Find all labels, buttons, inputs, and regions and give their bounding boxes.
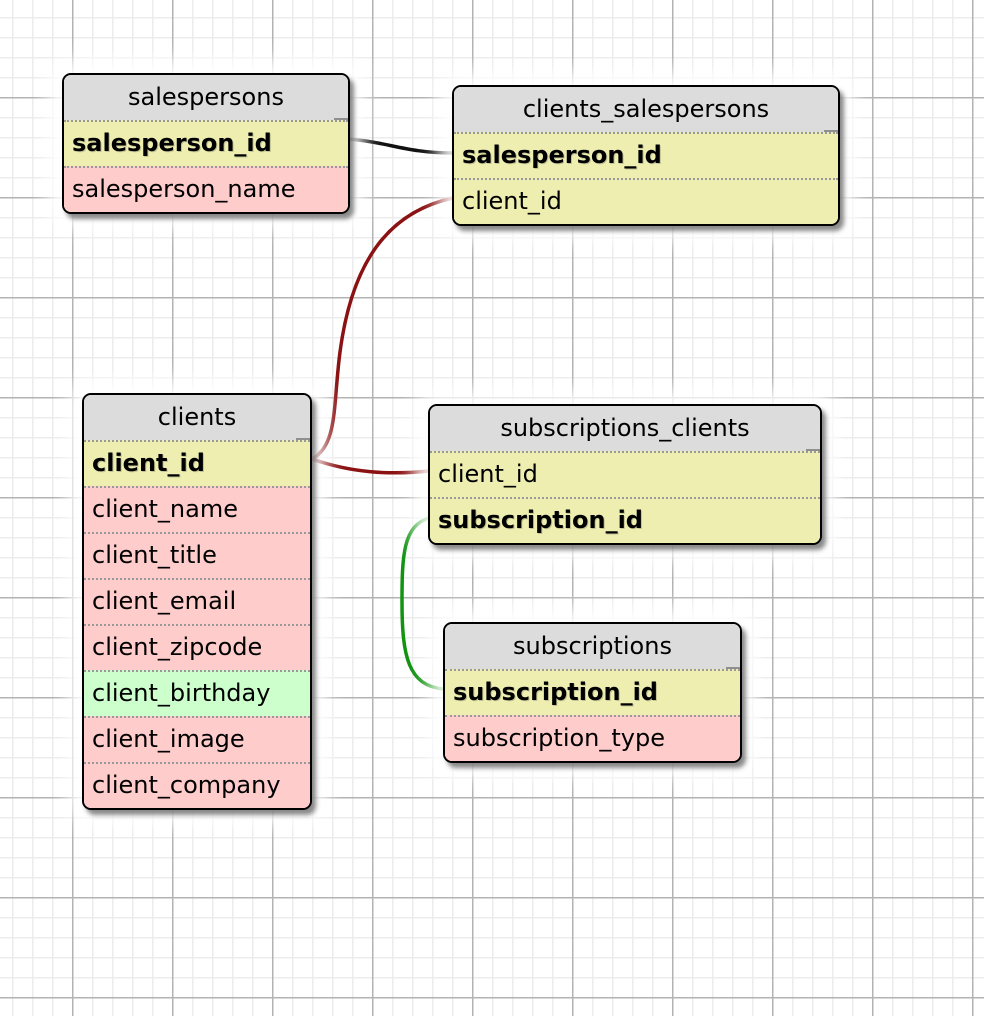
table-title-clients[interactable]: clients bbox=[84, 395, 310, 440]
field-clients-client_zipcode[interactable]: client_zipcode bbox=[84, 624, 310, 670]
field-subscriptions-subscription_id[interactable]: subscription_id bbox=[445, 669, 740, 715]
field-clients-client_email[interactable]: client_email bbox=[84, 578, 310, 624]
table-title-subscriptions_clients[interactable]: subscriptions_clients bbox=[430, 406, 820, 451]
table-title-clients_salespersons[interactable]: clients_salespersons bbox=[454, 87, 838, 132]
table-title-salespersons[interactable]: salespersons bbox=[64, 75, 348, 120]
field-subscriptions_clients-client_id[interactable]: client_id bbox=[430, 451, 820, 497]
relationship-salespersons-salesperson_id--clients_salespersons-salesperson_id[interactable] bbox=[347, 137, 455, 155]
field-clients-client_birthday[interactable]: client_birthday bbox=[84, 670, 310, 716]
relationship-clients-client_id--subscriptions_clients-client_id[interactable] bbox=[310, 457, 431, 475]
relationship-subscriptions_clients-subscription_id--subscriptions-subscription_id[interactable] bbox=[400, 516, 446, 691]
field-clients-client_name[interactable]: client_name bbox=[84, 486, 310, 532]
field-subscriptions_clients-subscription_id[interactable]: subscription_id bbox=[430, 497, 820, 543]
field-subscriptions-subscription_type[interactable]: subscription_type bbox=[445, 715, 740, 761]
table-title-subscriptions[interactable]: subscriptions bbox=[445, 624, 740, 669]
field-clients-client_image[interactable]: client_image bbox=[84, 716, 310, 762]
field-clients_salespersons-client_id[interactable]: client_id bbox=[454, 178, 838, 224]
field-salespersons-salesperson_id[interactable]: salesperson_id bbox=[64, 120, 348, 166]
relationship-clients_salespersons-client_id--clients-client_id[interactable] bbox=[310, 196, 455, 461]
field-clients_salespersons-salesperson_id[interactable]: salesperson_id bbox=[454, 132, 838, 178]
field-clients-client_id[interactable]: client_id bbox=[84, 440, 310, 486]
field-clients-client_company[interactable]: client_company bbox=[84, 762, 310, 808]
field-clients-client_title[interactable]: client_title bbox=[84, 532, 310, 578]
field-salespersons-salesperson_name[interactable]: salesperson_name bbox=[64, 166, 348, 212]
